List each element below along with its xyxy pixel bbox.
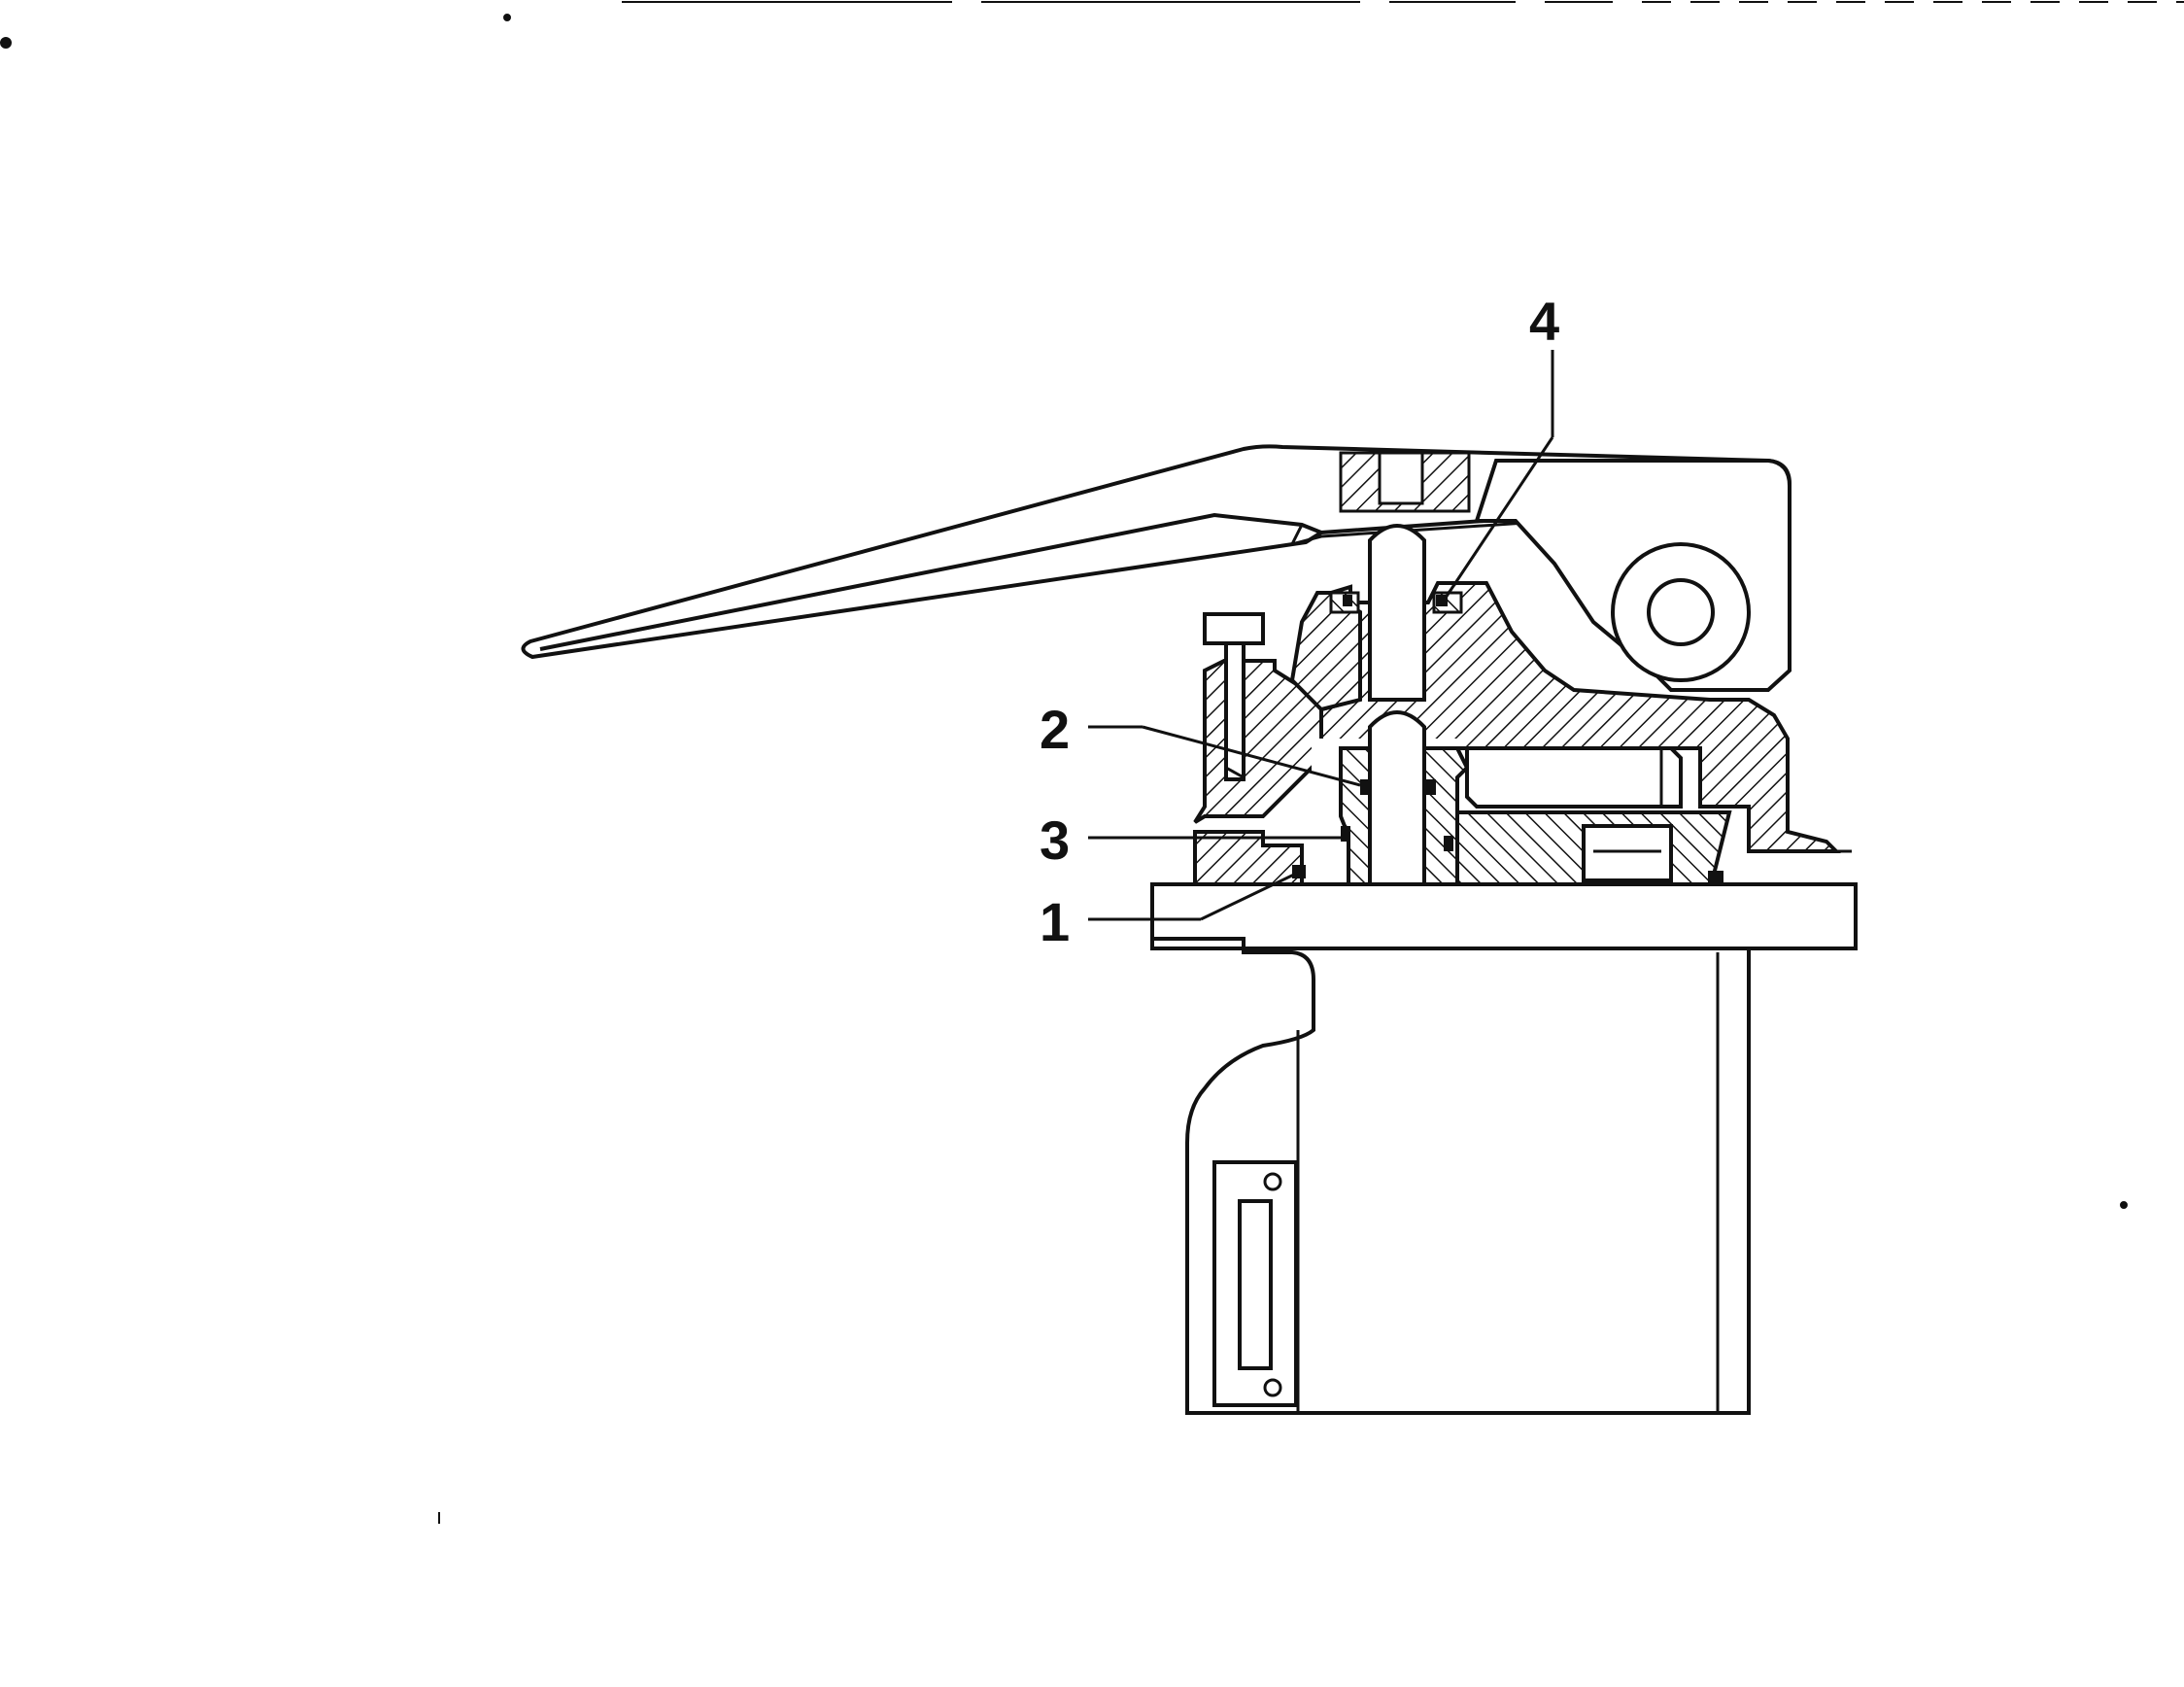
seal-3-right [1444,836,1453,851]
seal-2-left [1360,779,1370,795]
reservoir-body [1150,937,1751,1415]
seal-4-dot-left [1343,595,1352,606]
lever-inner-edge [539,512,1322,651]
leader-4b [1442,436,1554,602]
lever-inner-edge-2 [1289,519,1555,547]
seal-1 [1292,865,1306,878]
scan-artifacts [0,1,2184,1524]
plunger-upper [1368,524,1426,702]
callout-1: 1 [1040,891,1070,952]
leader-lines [1088,350,1554,921]
lower-seal-right [1708,871,1723,884]
leader-1b [1200,871,1299,921]
valve-bore [1465,746,1683,809]
lower-block-plug [1582,824,1673,882]
plunger-lower [1368,710,1426,886]
seal-3-left [1341,826,1350,842]
roller-axle [1647,578,1715,646]
seal-2-right [1426,779,1436,795]
callout-3: 3 [1040,809,1070,871]
leader-2b [1142,725,1361,787]
callout-2: 2 [1040,699,1070,760]
callout-4: 4 [1529,291,1559,352]
base-plate [1150,882,1858,950]
lower-left-block [1193,830,1304,886]
bolt [1203,612,1265,781]
lever-pivot-slot [1378,451,1424,505]
sight-gauge [1212,1160,1298,1407]
